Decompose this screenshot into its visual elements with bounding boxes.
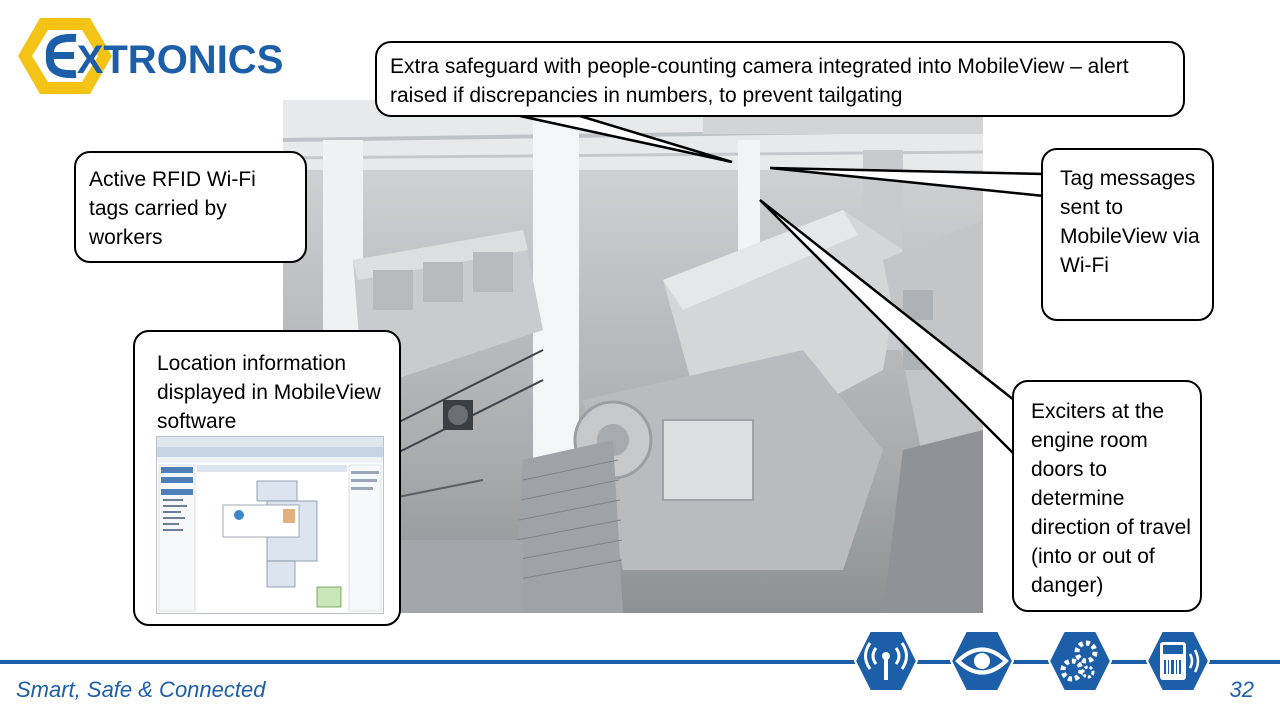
callout-tag-messages: Tag messages sent to MobileView via Wi-F…	[1041, 148, 1214, 321]
rfid-tag-icon	[1146, 630, 1210, 692]
callout-camera-text: Extra safeguard with people-counting cam…	[390, 55, 1129, 107]
footer-tagline: Smart, Safe & Connected	[16, 677, 266, 702]
logo-wordmark: EXTRONICS	[76, 38, 284, 82]
extronics-logo: EXTRONICS	[18, 14, 283, 98]
callout-exciters: Exciters at the engine room doors to det…	[1012, 380, 1202, 612]
callout-rfid-tags: Active RFID Wi-Fi tags carried by worker…	[74, 151, 307, 263]
mobileview-screenshot-thumbnail	[156, 436, 384, 614]
eye-icon	[950, 630, 1014, 692]
footer-divider	[0, 660, 1280, 664]
callout-exciters-text: Exciters at the engine room doors to det…	[1031, 400, 1191, 597]
wifi-antenna-icon	[854, 630, 918, 692]
callout-tag-messages-text: Tag messages sent to MobileView via Wi-F…	[1060, 167, 1200, 277]
gears-icon	[1048, 630, 1112, 692]
logo-hexagon-icon	[18, 18, 112, 94]
mobileview-ui-thumbnail	[157, 437, 383, 612]
callout-rfid-text: Active RFID Wi-Fi tags carried by worker…	[89, 168, 256, 249]
callout-location-text: Location information displayed in Mobile…	[157, 352, 381, 433]
page-number: 32	[1229, 677, 1254, 702]
callout-camera: Extra safeguard with people-counting cam…	[375, 41, 1185, 117]
